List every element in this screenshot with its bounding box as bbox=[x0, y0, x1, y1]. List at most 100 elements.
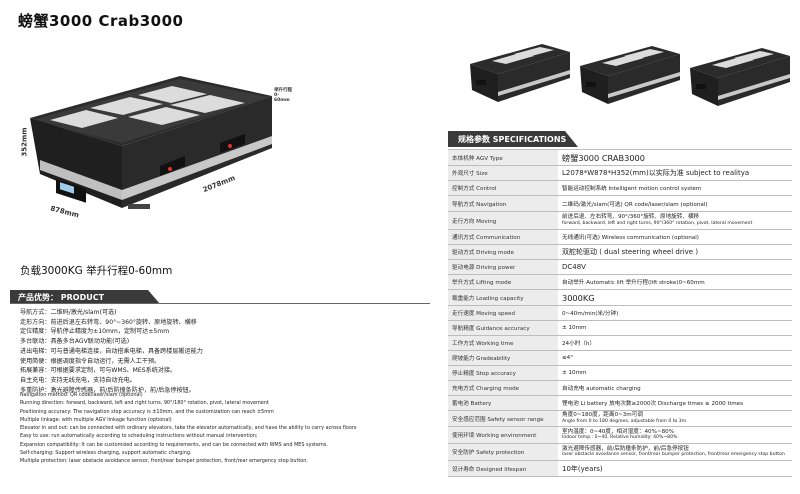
spec-value: 智能运动控制系统 Intelligent motion control syst… bbox=[558, 180, 792, 196]
spec-value: ≤4° bbox=[558, 350, 792, 366]
advantage-cn-item: 定位精度：导航停止精度为±10mm，定制可达±5mm bbox=[20, 328, 170, 336]
spec-value-line: 无线通讯(可选) Wireless communication (optiona… bbox=[562, 235, 699, 241]
advantage-en-item: Multiple linkage: with multiple AGV link… bbox=[20, 416, 172, 423]
spec-value-line: 0~40m/min(米/分钟) bbox=[562, 311, 619, 317]
spec-value-line: 角度0~180度，距离0~3m可调 bbox=[562, 412, 643, 419]
page-title: 螃蟹3000 Crab3000 bbox=[18, 12, 184, 30]
spec-value-line: 室内温度：0~40度，相对湿度：40%~80% bbox=[562, 428, 675, 435]
spec-key: 走行速度 Moving speed bbox=[448, 305, 558, 321]
advantage-cn-item: 多重防护：激光避障传感器，前/后防撞条防护，前/后急停按钮。 bbox=[20, 386, 195, 394]
spec-row: 安全感应范围 Safety sensor range 角度0~180度，距离0~3… bbox=[448, 410, 792, 427]
spec-key: 载重能力 Loading capacity bbox=[448, 289, 558, 306]
spec-key: 工作方式 Working time bbox=[448, 335, 558, 351]
spec-row: 通讯方式 Communication 无线通讯(可选) Wireless comm… bbox=[448, 229, 792, 245]
advantage-en-item: Multiple protection: laser obstacle avoi… bbox=[20, 458, 308, 465]
spec-key: 安全感应范围 Safety sensor range bbox=[448, 410, 558, 427]
spec-value-line: 自动充电 automatic charging bbox=[562, 386, 641, 392]
spec-key: 控制方式 Control bbox=[448, 180, 558, 196]
spec-row: 本体机种 AGV Type 螃蟹3000 CRAB3000 bbox=[448, 149, 792, 166]
spec-value-line: 24小时（h） bbox=[562, 341, 596, 347]
spec-value-line: 自动举升 Automatic lift 举升行程(lift stroke)0~6… bbox=[562, 280, 705, 286]
spec-value-line: 激光避障传感器，前/后防撞条防护，前/后急停按钮 bbox=[562, 445, 689, 452]
spec-value: ± 10mm bbox=[558, 365, 792, 381]
spec-row: 爬坡能力 Gradeability ≤4° bbox=[448, 350, 792, 366]
spec-value: 24小时（h） bbox=[558, 335, 792, 351]
spec-value: L2078*W878*H352(mm)以实际为准 subject to real… bbox=[558, 165, 792, 181]
spec-row: 停止精度 Stop accuracy ± 10mm bbox=[448, 365, 792, 381]
advantage-en-item: Elevator in and out: can be connected wi… bbox=[20, 425, 357, 432]
spec-key: 驱动方式 Driving mode bbox=[448, 244, 558, 260]
spec-value: 锂电池 Li battery 放电次数≥2000次 Discharge time… bbox=[558, 395, 792, 411]
advantages-heading: 产品优势： PRODUCT ADVANTAGES: bbox=[10, 290, 160, 304]
dimension-height: 352mm bbox=[20, 127, 29, 157]
spec-key: 导航方式 Navigation bbox=[448, 195, 558, 212]
spec-value-line: 螃蟹3000 CRAB3000 bbox=[562, 152, 645, 163]
spec-key: 设计寿命 Designed lifespan bbox=[448, 460, 558, 477]
spec-value-line: ± 10mm bbox=[562, 370, 587, 376]
spec-key: 爬坡能力 Gradeability bbox=[448, 350, 558, 366]
spec-value-line: 智能运动控制系统 Intelligent motion control syst… bbox=[562, 186, 702, 192]
specifications-table: 本体机种 AGV Type 螃蟹3000 CRAB3000 外观尺寸 Size L20… bbox=[448, 149, 792, 477]
spec-key: 通讯方式 Communication bbox=[448, 229, 558, 245]
spec-value-line: ± 10mm bbox=[562, 325, 587, 331]
spec-value-line: laser obstacle avoidance sensor, front/r… bbox=[562, 452, 785, 457]
load-summary: 负载3000KG 举升行程0-60mm bbox=[20, 265, 173, 277]
advantage-en-item: Running direction: forward, backward, le… bbox=[20, 400, 269, 407]
spec-row: 蓄电池 Battery 锂电池 Li battery 放电次数≥2000次 Dis… bbox=[448, 395, 792, 411]
spec-key: 导航精度 Guidance accuracy bbox=[448, 320, 558, 336]
spec-key: 充电方式 Charging mode bbox=[448, 380, 558, 396]
spec-value-line: forward, backward, left and right turns,… bbox=[562, 220, 753, 226]
advantage-en-item: Self-charging: Support wireless charging… bbox=[20, 450, 192, 457]
advantages-en-list: Navigation method: QR code/laser/slam (o… bbox=[20, 391, 356, 466]
advantage-en-item: Navigation method: QR code/laser/slam (o… bbox=[20, 392, 143, 398]
product-image-main: 352mm 878mm 2078mm 举升行程0-60mm bbox=[10, 68, 310, 238]
spec-value: 3000KG bbox=[558, 289, 792, 306]
spec-key: 停止精度 Stop accuracy bbox=[448, 365, 558, 381]
spec-value-line: 锂电池 Li battery 放电次数≥2000次 Discharge time… bbox=[562, 401, 744, 407]
specifications-heading: 规格参数 SPECIFICATIONS bbox=[448, 131, 578, 147]
spec-value: 10年(years) bbox=[558, 460, 792, 477]
spec-value: 无线通讯(可选) Wireless communication (optiona… bbox=[558, 229, 792, 245]
lift-stroke-label: 举升行程0-60mm bbox=[274, 88, 292, 103]
spec-value: ± 10mm bbox=[558, 320, 792, 336]
advantage-cn-item: 拓展兼容：可根据要求定制，可与WMS、MES系统对接。 bbox=[20, 367, 177, 375]
spec-key: 本体机种 AGV Type bbox=[448, 149, 558, 166]
advantage-cn-item: 走形方向：前进后退左右转弯、90°~360°旋转、原地旋转、横移 bbox=[20, 318, 197, 326]
spec-key: 安全防护 Safety protection bbox=[448, 443, 558, 461]
spec-row: 外观尺寸 Size L2078*W878*H352(mm)以实际为准 subjec… bbox=[448, 165, 792, 181]
spec-value: 室内温度：0~40度，相对湿度：40%~80%Indoor temp.: 0~4… bbox=[558, 426, 792, 444]
spec-value: 螃蟹3000 CRAB3000 bbox=[558, 149, 792, 166]
spec-value: 双舵轮驱动 ( dual steering wheel drive ) bbox=[558, 244, 792, 260]
spec-value-line: ≤4° bbox=[562, 355, 574, 361]
spec-row: 举升方式 Lifting mode 自动举升 Automatic lift 举升行… bbox=[448, 274, 792, 290]
spec-value-line: 二维码/激光/slam(可选) QR code/laser/slam (opti… bbox=[562, 201, 708, 208]
spec-key: 外观尺寸 Size bbox=[448, 165, 558, 181]
spec-value: 自动举升 Automatic lift 举升行程(lift stroke)0~6… bbox=[558, 274, 792, 290]
advantage-cn-item: 导航方式：二维码/激光/slam(可选) bbox=[20, 309, 117, 316]
spec-value-line: L2078*W878*H352(mm)以实际为准 subject to real… bbox=[562, 169, 750, 177]
spec-key: 蓄电池 Battery bbox=[448, 395, 558, 411]
product-image-group bbox=[462, 28, 794, 120]
spec-value: 二维码/激光/slam(可选) QR code/laser/slam (opti… bbox=[558, 195, 792, 212]
advantage-cn-item: 多台联动：具备多台AGV联动功能(可选) bbox=[20, 338, 130, 346]
advantage-cn-item: 进出电梯：可与普通电梯连接，自动搭乘电梯，具备跨楼层搬运能力 bbox=[20, 347, 203, 355]
spec-row: 驱动方式 Driving mode 双舵轮驱动 ( dual steering w… bbox=[448, 244, 792, 260]
advantage-cn-item: 自主充电：支持无线充电，支持自动充电。 bbox=[20, 376, 136, 384]
advantages-cn-list: 导航方式：二维码/激光/slam(可选) 走形方向：前进后退左右转弯、90°~3… bbox=[20, 308, 203, 395]
spec-value-line: Indoor temp.: 0~40, Relative humidity: 4… bbox=[562, 435, 678, 440]
spec-row: 走行速度 Moving speed 0~40m/min(米/分钟) bbox=[448, 305, 792, 321]
spec-row: 导航方式 Navigation 二维码/激光/slam(可选) QR code/l… bbox=[448, 195, 792, 212]
spec-key: 举升方式 Lifting mode bbox=[448, 274, 558, 290]
spec-value-line: 双舵轮驱动 ( dual steering wheel drive ) bbox=[562, 248, 699, 256]
spec-key: 驱动电源 Driving power bbox=[448, 259, 558, 275]
spec-row: 控制方式 Control 智能运动控制系统 Intelligent motion … bbox=[448, 180, 792, 196]
spec-value: 0~40m/min(米/分钟) bbox=[558, 305, 792, 321]
spec-value: 自动充电 automatic charging bbox=[558, 380, 792, 396]
